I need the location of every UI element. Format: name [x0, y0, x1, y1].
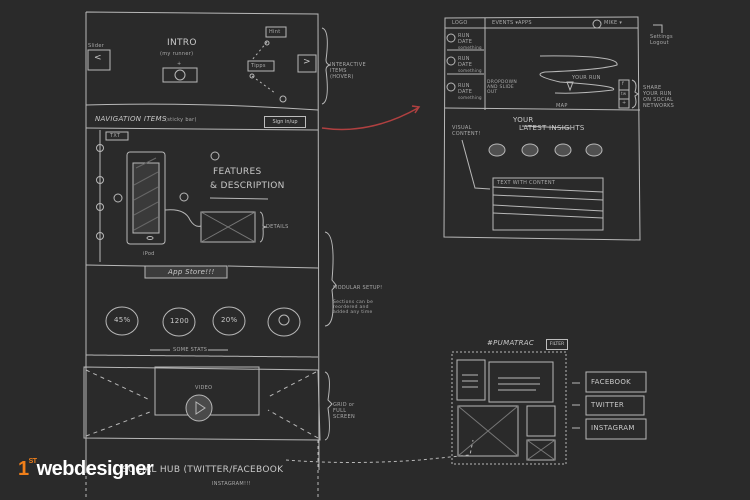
hashtag-label: #PUMATRAC [487, 339, 535, 347]
filter-button[interactable]: FILTER [546, 339, 568, 350]
social-hub-subtitle: INSTAGRAM!!! [212, 481, 251, 487]
your-run-label: YOUR RUN [572, 75, 601, 81]
prev-arrow-button[interactable]: < [94, 53, 102, 63]
share-note: SHARE YOUR RUN ON SOCIAL NETWORKS [643, 85, 675, 109]
share-twitter-button[interactable]: tw [621, 91, 627, 96]
twitter-link[interactable]: TWITTER [591, 401, 625, 409]
settings-note: Settings Logout [650, 34, 673, 46]
run-1-sub: something [458, 45, 482, 50]
user-menu[interactable]: MIKE ▾ [604, 20, 623, 26]
app-store-button[interactable]: App Store!!! [168, 268, 215, 276]
slider-label: Slider [88, 43, 105, 49]
grid-note: GRID or FULL SCREEN [333, 402, 355, 420]
plus-sign: + [177, 61, 182, 67]
run-1-date: DATE [458, 39, 473, 45]
insights-title-2: LATEST INSIGHTS [519, 124, 585, 132]
run-2-title: RUN [458, 56, 470, 62]
run-3-date: DATE [458, 89, 473, 95]
visual-content-note: VISUAL CONTENT! [452, 125, 481, 137]
modular-setup-title: MODULAR SETUP! [333, 285, 383, 291]
instagram-link[interactable]: INSTAGRAM [591, 424, 635, 432]
intro-title: INTRO [167, 38, 197, 48]
run-3-sub: something [458, 95, 482, 100]
run-2-sub: something [458, 68, 482, 73]
social-hub-title: SOCIAL HUB (TWITTER/FACEBOOK [122, 465, 284, 475]
facebook-link[interactable]: FACEBOOK [591, 378, 632, 386]
description-title: & DESCRIPTION [210, 181, 285, 191]
sticky-bar-note: (sticky bar) [165, 117, 197, 123]
stats-caption: SOME STATS [173, 347, 208, 353]
share-facebook-button[interactable]: f [622, 81, 625, 87]
logo-sup: ST [28, 458, 37, 465]
webdesigner-watermark-logo: 1STwebdesigner [18, 458, 154, 481]
interactive-items-note: INTERACTIVE ITEMS (HOVER) [330, 62, 366, 80]
next-arrow-button[interactable]: > [303, 57, 311, 67]
stat-1: 45% [114, 316, 131, 324]
intro-subtitle: (my runner) [160, 51, 194, 57]
tipps-tooltip: Tipps [251, 63, 266, 69]
run-3-title: RUN [458, 83, 470, 89]
phone-caption: iPod [143, 251, 155, 257]
logo-number: 1 [18, 458, 29, 480]
navigation-items-label: NAVIGATION ITEMS [95, 115, 167, 123]
modular-setup-note: Sections can be reordered and added any … [333, 300, 374, 315]
run-2-date: DATE [458, 62, 473, 68]
text-content-label: TEXT WITH CONTENT [497, 180, 556, 186]
sign-in-button[interactable]: Sign in/up [264, 116, 306, 128]
map-label: MAP [556, 103, 568, 109]
insights-title-1: YOUR [513, 116, 534, 124]
hint-tooltip: Hint [269, 29, 281, 35]
dropdown-note: DROPDOWN AND SLIDE OUT [487, 80, 518, 95]
menu-apps[interactable]: APPS [518, 20, 532, 26]
share-plus-button[interactable]: + [622, 100, 627, 106]
menu-events[interactable]: EVENTS ▾ [492, 20, 519, 26]
video-label: VIDEO [195, 385, 213, 391]
txt-tag: TXT [110, 133, 121, 139]
stat-2: 1200 [170, 317, 190, 325]
details-label: DETAILS [266, 224, 289, 230]
logo-label: LOGO [452, 20, 468, 26]
stat-3: 20% [221, 316, 238, 324]
logo-text: webdesigner [36, 458, 154, 480]
run-1-title: RUN [458, 33, 470, 39]
features-title: FEATURES [213, 167, 262, 177]
